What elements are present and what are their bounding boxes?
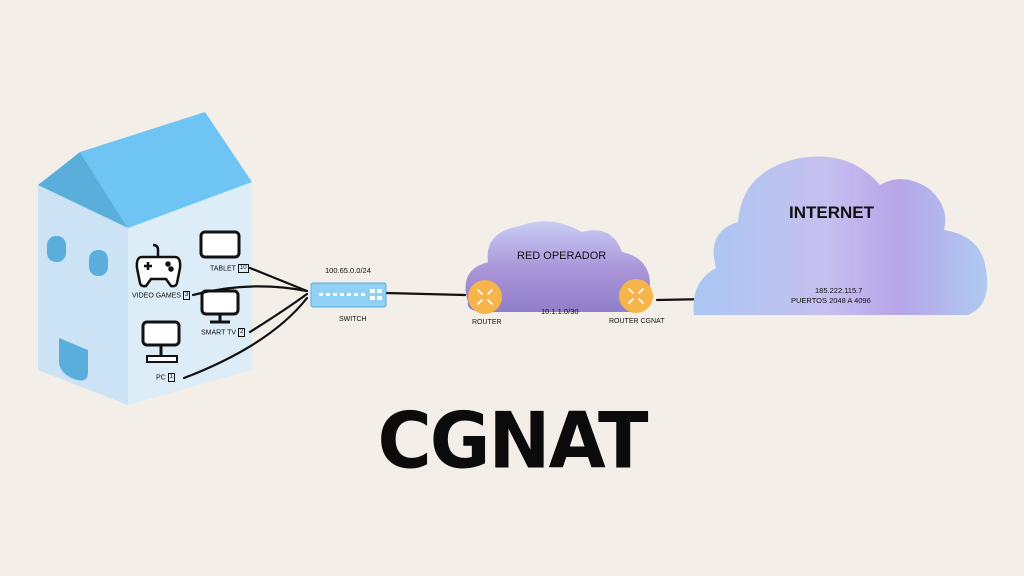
house-window-right [89, 250, 108, 276]
smart-tv-icon [200, 289, 240, 324]
router-cgnat-label: ROUTER CGNAT [609, 318, 665, 325]
link-subnet-label: 10.1.1.0/30 [541, 307, 579, 316]
cable-pc [182, 296, 309, 380]
house-gable [38, 152, 128, 228]
operator-cloud [465, 221, 651, 312]
router-icon [468, 280, 502, 314]
pc-icon [141, 320, 181, 363]
device-name: PC [156, 374, 166, 382]
ports-label: PUERTOS 2048 A 4096 [791, 296, 871, 305]
device-count-badge: 2 [238, 328, 246, 337]
cable-switch-router [384, 291, 467, 297]
page-title: CGNAT [377, 395, 649, 487]
device-name: SMART TV [201, 329, 237, 337]
device-count-badge: 3 [183, 291, 191, 300]
cable-smarttv [248, 292, 309, 334]
house-door [59, 338, 88, 381]
operator-cloud-label: RED OPERADOR [517, 250, 607, 262]
device-name: VIDEO GAMES [132, 292, 182, 300]
device-count-badge: 1 [167, 373, 176, 382]
switch-label: SWITCH [339, 316, 367, 323]
house-window-left [47, 236, 66, 262]
internet-cloud [693, 156, 988, 315]
device-count-badge: 10 [237, 264, 249, 273]
cable-videogames [191, 285, 309, 297]
house-roof [80, 112, 252, 228]
switch-icon [310, 282, 387, 308]
gamepad-icon [135, 243, 182, 288]
router-cgnat-icon [619, 279, 653, 313]
public-ip-label: 185.222.115.7 [815, 286, 863, 295]
switch-subnet-label: 100.65.0.0/24 [325, 266, 371, 275]
internet-label: INTERNET [789, 203, 874, 222]
device-name: TABLET [210, 265, 236, 273]
router-label: ROUTER [472, 319, 502, 326]
tablet-icon [199, 230, 241, 259]
